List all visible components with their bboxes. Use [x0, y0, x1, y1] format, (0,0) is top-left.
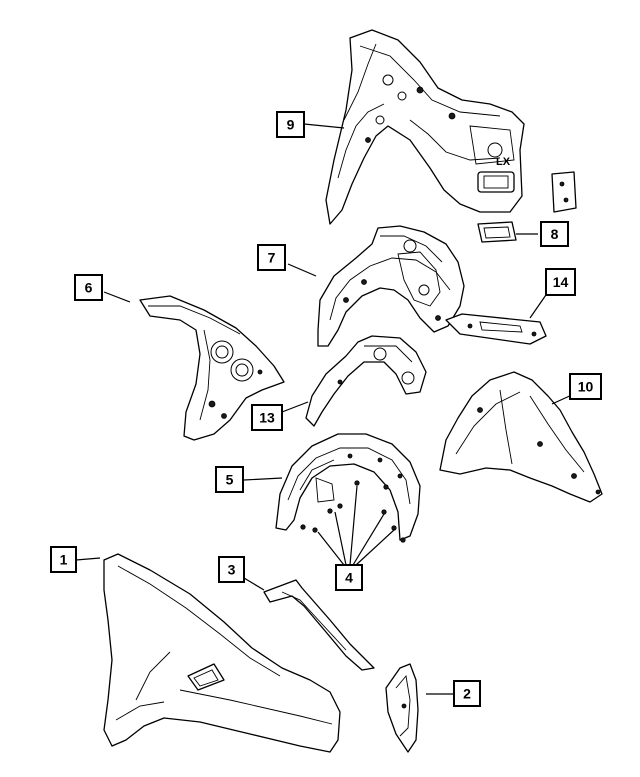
callout-4-label: 4 [345, 570, 353, 586]
callout-9: 9 [276, 111, 305, 138]
callout-10: 10 [569, 373, 602, 400]
part-5-wheelhouse-liner [275, 433, 421, 541]
part-1-quarter-panel [103, 553, 341, 753]
callout-13: 13 [251, 404, 283, 431]
callout-1-label: 1 [60, 552, 68, 568]
callout-1: 1 [50, 546, 77, 573]
part-7-wheelhouse-inner [317, 225, 465, 347]
callout-4: 4 [335, 564, 363, 591]
part-9-small-bracket [551, 171, 577, 213]
callout-8: 8 [540, 221, 569, 247]
part-10-quarter-inner-lower [439, 371, 603, 503]
part-8-plug [477, 221, 517, 243]
callout-10-label: 10 [578, 379, 594, 395]
callout-14: 14 [545, 268, 576, 296]
callout-6-label: 6 [85, 280, 93, 296]
callout-14-label: 14 [553, 274, 569, 290]
callout-6: 6 [74, 274, 103, 301]
callout-5: 5 [215, 466, 244, 493]
callout-9-label: 9 [287, 117, 295, 133]
part-9-quarter-inner-panel: LX [325, 29, 525, 225]
part-4-fasteners [300, 480, 406, 543]
part-14-bracket [445, 313, 547, 345]
callout-7: 7 [257, 244, 286, 271]
leader-lines [75, 123, 575, 695]
callout-13-label: 13 [259, 410, 275, 426]
part-3-extension-strip [263, 579, 375, 671]
part-13-wheelhouse-extension [305, 335, 427, 427]
callout-8-label: 8 [551, 226, 559, 242]
part-2-small-panel [385, 663, 419, 753]
part-6-pillar-inner [139, 295, 285, 441]
callout-3-label: 3 [228, 562, 236, 578]
callout-5-label: 5 [226, 472, 234, 488]
callout-3: 3 [218, 556, 245, 583]
callout-2: 2 [453, 680, 481, 707]
lx-emboss-text: LX [496, 156, 511, 168]
callout-2-label: 2 [463, 686, 471, 702]
callout-7-label: 7 [268, 250, 276, 266]
